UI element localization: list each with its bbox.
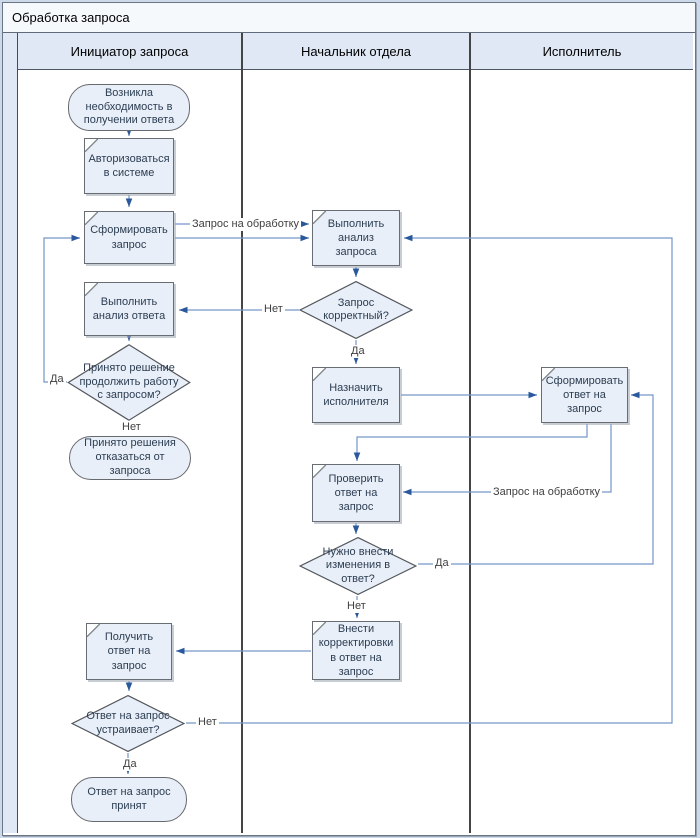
folded-corner-icon	[313, 368, 326, 381]
process-authorize[interactable]: Авторизоваться в системе	[84, 138, 174, 194]
lane-divider	[469, 33, 471, 833]
node-label: Внести корректировки в ответ на запрос	[318, 622, 394, 678]
edge-label-no-continue: Нет	[120, 421, 143, 434]
node-label: Ответ на запрос устраивает?	[86, 710, 170, 736]
edge-label-yes-changes: Да	[433, 557, 451, 570]
process-receive-answer[interactable]: Получить ответ на запрос	[86, 623, 172, 680]
edge-label-no-changes: Нет	[345, 600, 368, 613]
node-label: Возникла необходимость в получении ответ…	[83, 86, 175, 127]
lane-header-label: Исполнитель	[542, 43, 622, 59]
node-label: Ответ на запрос принят	[87, 785, 171, 812]
page-title: Обработка запроса	[12, 10, 130, 25]
decision-correct[interactable]: Запрос корректный?	[299, 281, 413, 339]
edge-label-no-satisfied: Нет	[196, 716, 219, 729]
node-label: Принято решения отказаться от запроса	[84, 437, 176, 477]
process-form-request[interactable]: Сформировать запрос	[84, 211, 174, 264]
edge-label-request-to-processing: Запрос на обработку	[190, 218, 302, 231]
node-label: Проверить ответ на запрос	[328, 472, 384, 514]
lane-header-department-head[interactable]: Начальник отдела	[243, 33, 469, 70]
node-label: Сформировать ответ на запрос	[545, 374, 624, 416]
node-label: Назначить исполнителя	[323, 381, 389, 408]
edge-label-yes-correct: Да	[349, 345, 367, 358]
process-make-corrections[interactable]: Внести корректировки в ответ на запрос	[312, 621, 400, 680]
folded-corner-icon	[85, 212, 98, 225]
folded-corner-icon	[313, 465, 326, 478]
node-label: Выполнить анализ запроса	[327, 217, 385, 259]
process-analyze-answer[interactable]: Выполнить анализ ответа	[84, 282, 174, 336]
folded-corner-icon	[85, 139, 98, 152]
diagram-title-bar: Обработка запроса	[3, 3, 695, 33]
node-label: Запрос корректный?	[323, 296, 389, 322]
lane-header-executor[interactable]: Исполнитель	[471, 33, 693, 70]
edge-label-request-to-processing-2: Запрос на обработку	[491, 486, 603, 499]
process-band-strip	[3, 33, 18, 833]
terminator-declined[interactable]: Принято решения отказаться от запроса	[69, 436, 191, 480]
process-analyze-request[interactable]: Выполнить анализ запроса	[312, 210, 400, 266]
decision-continue[interactable]: Принято решение продолжить работу с запр…	[67, 344, 191, 421]
terminator-accepted[interactable]: Ответ на запрос принят	[71, 777, 187, 822]
lane-header-label: Начальник отдела	[300, 43, 412, 59]
edge-label-no-correct: Нет	[262, 303, 285, 316]
edge-label-yes-satisfied: Да	[121, 758, 139, 771]
node-label: Авторизоваться в системе	[88, 152, 170, 179]
folded-corner-icon	[87, 624, 100, 637]
node-label: Получить ответ на запрос	[104, 631, 154, 672]
lane-header-label: Инициатор запроса	[70, 43, 189, 59]
node-label: Принято решение продолжить работу с запр…	[79, 362, 179, 402]
lane-divider	[241, 33, 243, 833]
process-assign-executor[interactable]: Назначить исполнителя	[312, 367, 400, 423]
process-form-answer[interactable]: Сформировать ответ на запрос	[541, 367, 628, 423]
folded-corner-icon	[313, 211, 326, 224]
node-label: Выполнить анализ ответа	[92, 295, 166, 322]
folded-corner-icon	[85, 283, 98, 296]
lane-header-initiator[interactable]: Инициатор запроса	[18, 33, 241, 70]
diamond-shape	[67, 344, 191, 421]
folded-corner-icon	[313, 622, 326, 635]
node-label: Сформировать запрос	[90, 224, 168, 251]
diamond-shape	[299, 281, 413, 339]
terminator-start[interactable]: Возникла необходимость в получении ответ…	[68, 84, 190, 131]
folded-corner-icon	[542, 368, 555, 381]
node-label: Нужно внести изменения в ответ?	[322, 545, 394, 585]
diamond-shape	[299, 537, 417, 595]
decision-changes[interactable]: Нужно внести изменения в ответ?	[299, 537, 417, 595]
diamond-shape	[71, 695, 185, 752]
edge-label-yes-continue: Да	[48, 373, 66, 386]
decision-satisfied[interactable]: Ответ на запрос устраивает?	[71, 695, 185, 752]
process-check-answer[interactable]: Проверить ответ на запрос	[312, 464, 400, 522]
